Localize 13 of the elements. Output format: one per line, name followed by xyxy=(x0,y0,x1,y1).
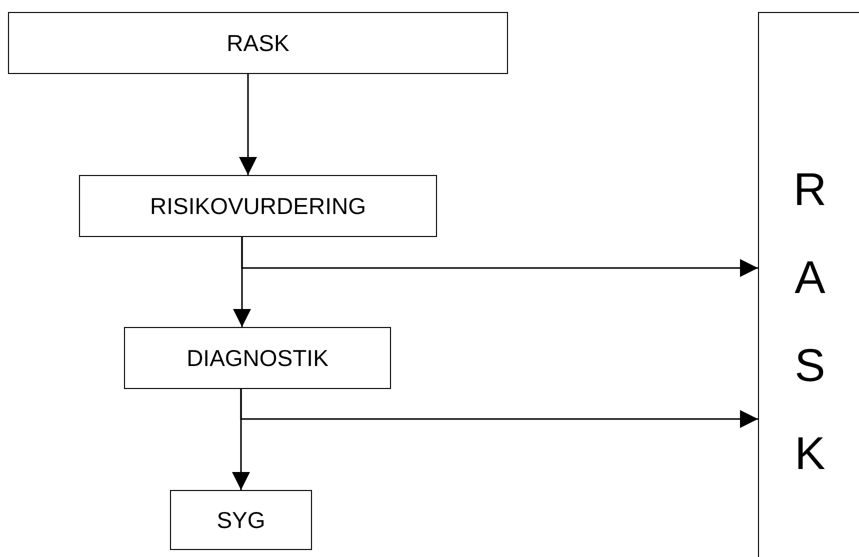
node-label: DIAGNOSTIK xyxy=(186,344,328,372)
arrow xyxy=(241,237,758,277)
process-box xyxy=(170,490,312,550)
process-box xyxy=(124,327,391,389)
node-label: RASK xyxy=(792,162,828,481)
process-box xyxy=(8,12,508,74)
node-label: RASK xyxy=(226,30,290,56)
node-label: RISIKOVURDERING xyxy=(150,192,366,220)
vertical-label-box xyxy=(758,12,859,557)
process-box xyxy=(79,175,437,237)
node-label: SYG xyxy=(216,506,266,534)
arrow xyxy=(240,389,758,428)
arrow xyxy=(239,74,257,175)
